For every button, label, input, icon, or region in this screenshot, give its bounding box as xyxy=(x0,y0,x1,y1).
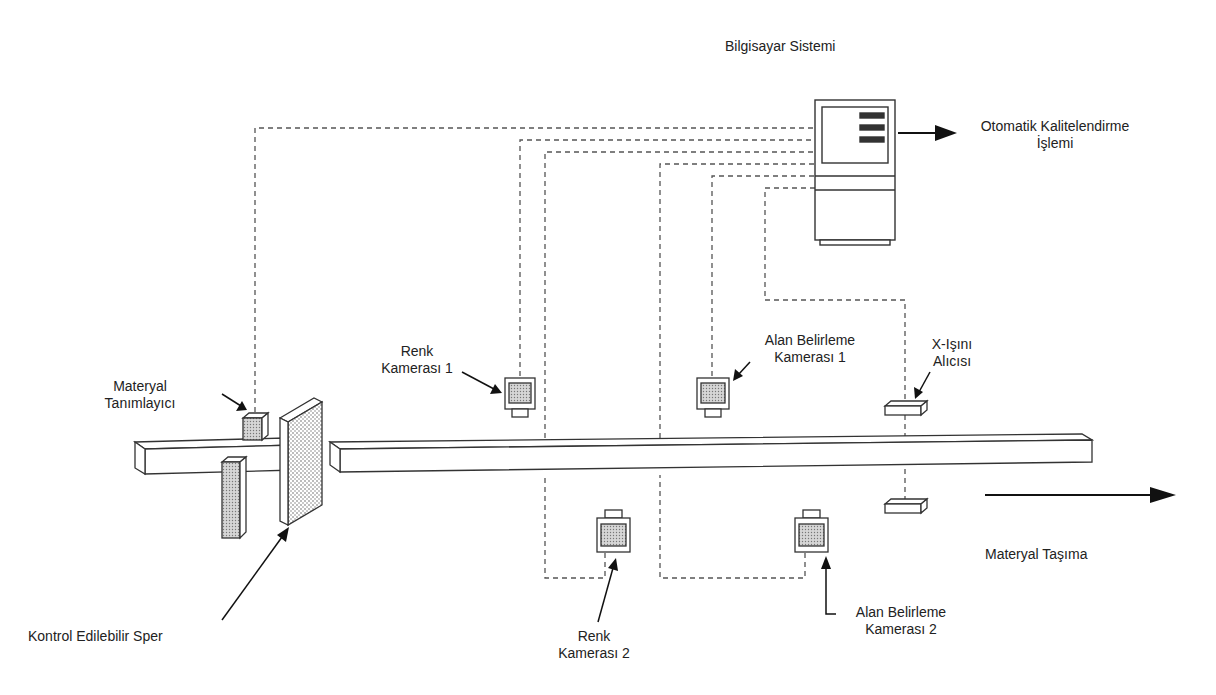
controllable-gate xyxy=(280,398,322,525)
part-label: Renk Kamerası 2 xyxy=(548,628,640,662)
area-camera-2 xyxy=(795,510,828,552)
output-arrow xyxy=(898,125,957,141)
material-board-main xyxy=(330,434,1092,472)
part-label: X-Işını Alıcısı xyxy=(912,336,992,370)
part-label: Alan Belirleme Kamerası 2 xyxy=(842,604,960,638)
xray-receiver xyxy=(885,401,927,513)
part-label: Renk Kamerası 1 xyxy=(373,343,461,377)
signal-wires xyxy=(255,128,905,578)
direction-label: Materyal Taşıma xyxy=(985,546,1155,563)
transport-arrow xyxy=(985,487,1176,503)
callout-arrows xyxy=(222,362,930,622)
system-label: Bilgisayar Sistemi xyxy=(725,38,900,55)
part-label: Kontrol Edilebilir Sper xyxy=(28,628,168,645)
part-label: Alan Belirleme Kamerası 1 xyxy=(752,332,868,366)
color-camera-1 xyxy=(505,378,535,417)
area-camera-1 xyxy=(697,378,729,417)
callout-arrowheads xyxy=(236,369,923,571)
material-identifier xyxy=(222,413,268,538)
computer-tower xyxy=(815,100,895,245)
color-camera-2 xyxy=(597,510,630,552)
output-label: Otomatik Kalitelendirme İşlemi xyxy=(965,118,1145,152)
part-label: Materyal Tanımlayıcı xyxy=(92,378,188,412)
material-board-left xyxy=(135,438,295,474)
